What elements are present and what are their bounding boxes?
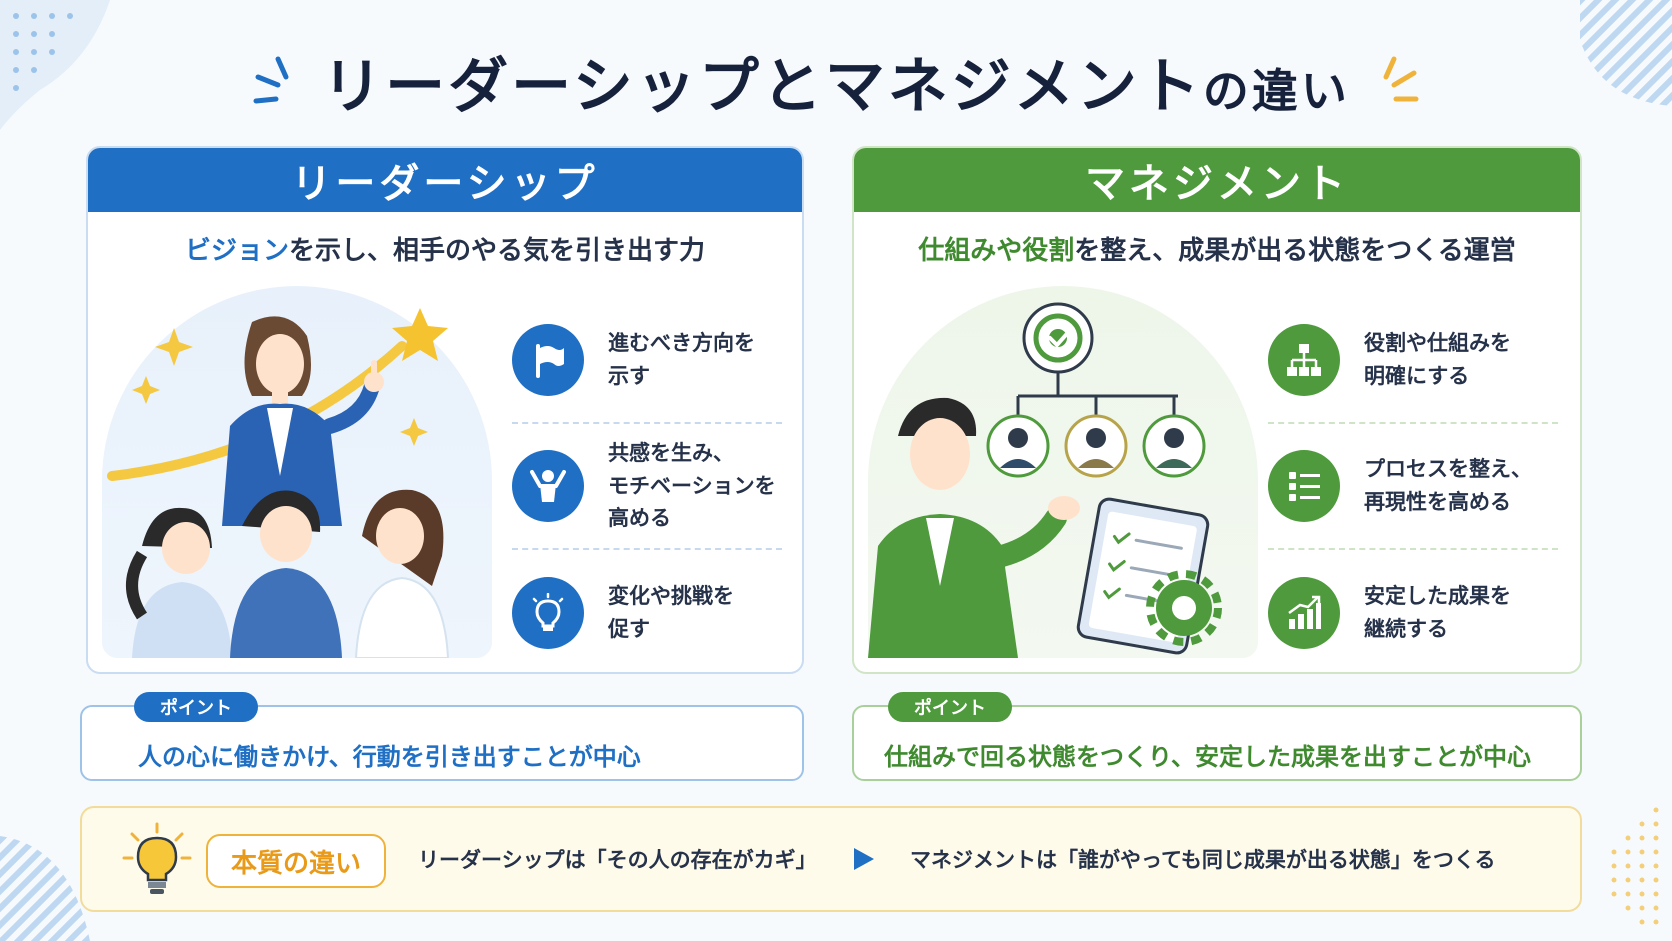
org-chart-icon (1268, 324, 1340, 396)
feature-item: 役割や仕組みを 明確にする (1268, 298, 1558, 424)
checklist-icon (1268, 450, 1340, 522)
point-text: 仕組みで回る状態をつくり、安定した成果を出すことが中心 (884, 743, 1532, 771)
cheering-person-icon (512, 450, 584, 522)
management-subtitle-highlight: 仕組みや役割 (918, 236, 1075, 266)
leadership-subtitle-rest: を示し、相手のやる気を引き出す力 (289, 236, 706, 266)
lightbulb-icon (512, 577, 584, 649)
management-features: 役割や仕組みを 明確にする プロセスを整え、 再現性を高める 安定した成果を 継… (1268, 298, 1558, 672)
feature-text: 変化や挑戦を 促す (608, 584, 734, 641)
corner-stripes-decoration (0, 836, 90, 941)
play-arrow-icon (854, 848, 874, 870)
star-icon (392, 308, 448, 361)
title-suffix: の違い (1202, 63, 1350, 118)
sparkle-lines-icon (253, 56, 289, 104)
feature-text: 共感を生み、 モチベーションを 高める (608, 441, 776, 531)
feature-item: 変化や挑戦を 促す (512, 550, 782, 672)
team-member-avatar (1064, 414, 1128, 478)
feature-item: プロセスを整え、 再現性を高める (1268, 424, 1558, 550)
management-panel: マネジメント 仕組みや役割を整え、成果が出る状態をつくる運営 (852, 146, 1582, 674)
sparkle-lines-icon (1383, 56, 1419, 102)
leadership-header: リーダーシップ (88, 148, 802, 212)
feature-item: 進むべき方向を 示す (512, 298, 782, 424)
leadership-features: 進むべき方向を 示す 共感を生み、 モチベーションを 高める 変化や挑戦を 促す (512, 298, 782, 672)
feature-item: 共感を生み、 モチベーションを 高める (512, 424, 782, 550)
management-header: マネジメント (854, 148, 1580, 212)
feature-text: 進むべき方向を 示す (608, 331, 755, 388)
feature-item: 安定した成果を 継続する (1268, 550, 1558, 672)
management-subtitle-rest: を整え、成果が出る状態をつくる運営 (1074, 236, 1516, 266)
page-title: リーダーシップとマネジメントの違い (322, 38, 1350, 125)
feature-text: 安定した成果を 継続する (1364, 584, 1511, 641)
point-badge: ポイント (134, 692, 258, 722)
essence-summary-bar: 本質の違い リーダーシップは「その人の存在がカギ」 マネジメントは「誰がやっても… (80, 806, 1582, 912)
title-main: リーダーシップとマネジメント (322, 51, 1203, 122)
management-point-box: ポイント 仕組みで回る状態をつくり、安定した成果を出すことが中心 (852, 692, 1582, 781)
essence-right-text: マネジメントは「誰がやっても同じ成果が出る状態」をつくる (910, 848, 1496, 872)
leadership-subtitle: ビジョンを示し、相手のやる気を引き出す力 (88, 230, 802, 267)
feature-text: プロセスを整え、 再現性を高める (1364, 457, 1532, 514)
leadership-illustration (102, 286, 492, 659)
growth-chart-icon (1268, 577, 1340, 649)
leadership-panel: リーダーシップ ビジョンを示し、相手のやる気を引き出す力 (86, 146, 804, 674)
essence-badge: 本質の違い (206, 834, 386, 888)
team-member-avatar (1142, 414, 1206, 478)
feature-text: 役割や仕組みを 明確にする (1364, 331, 1511, 388)
essence-left-text: リーダーシップは「その人の存在がカギ」 (418, 848, 817, 872)
flag-icon (512, 324, 584, 396)
corner-dots-decoration (1611, 807, 1659, 925)
management-illustration (868, 286, 1258, 658)
title-area: リーダーシップとマネジメントの違い (0, 36, 1672, 126)
point-badge: ポイント (888, 692, 1012, 722)
leadership-point-box: ポイント 人の心に働きかけ、行動を引き出すことが中心 (80, 692, 804, 781)
lightbulb-icon (122, 822, 192, 894)
leadership-subtitle-highlight: ビジョン (184, 236, 289, 266)
corner-dots-decoration (0, 0, 110, 130)
corner-stripes-decoration (1580, 0, 1672, 106)
team-member-avatar (986, 414, 1050, 478)
point-text: 人の心に働きかけ、行動を引き出すことが中心 (138, 743, 641, 771)
management-subtitle: 仕組みや役割を整え、成果が出る状態をつくる運営 (854, 230, 1580, 267)
